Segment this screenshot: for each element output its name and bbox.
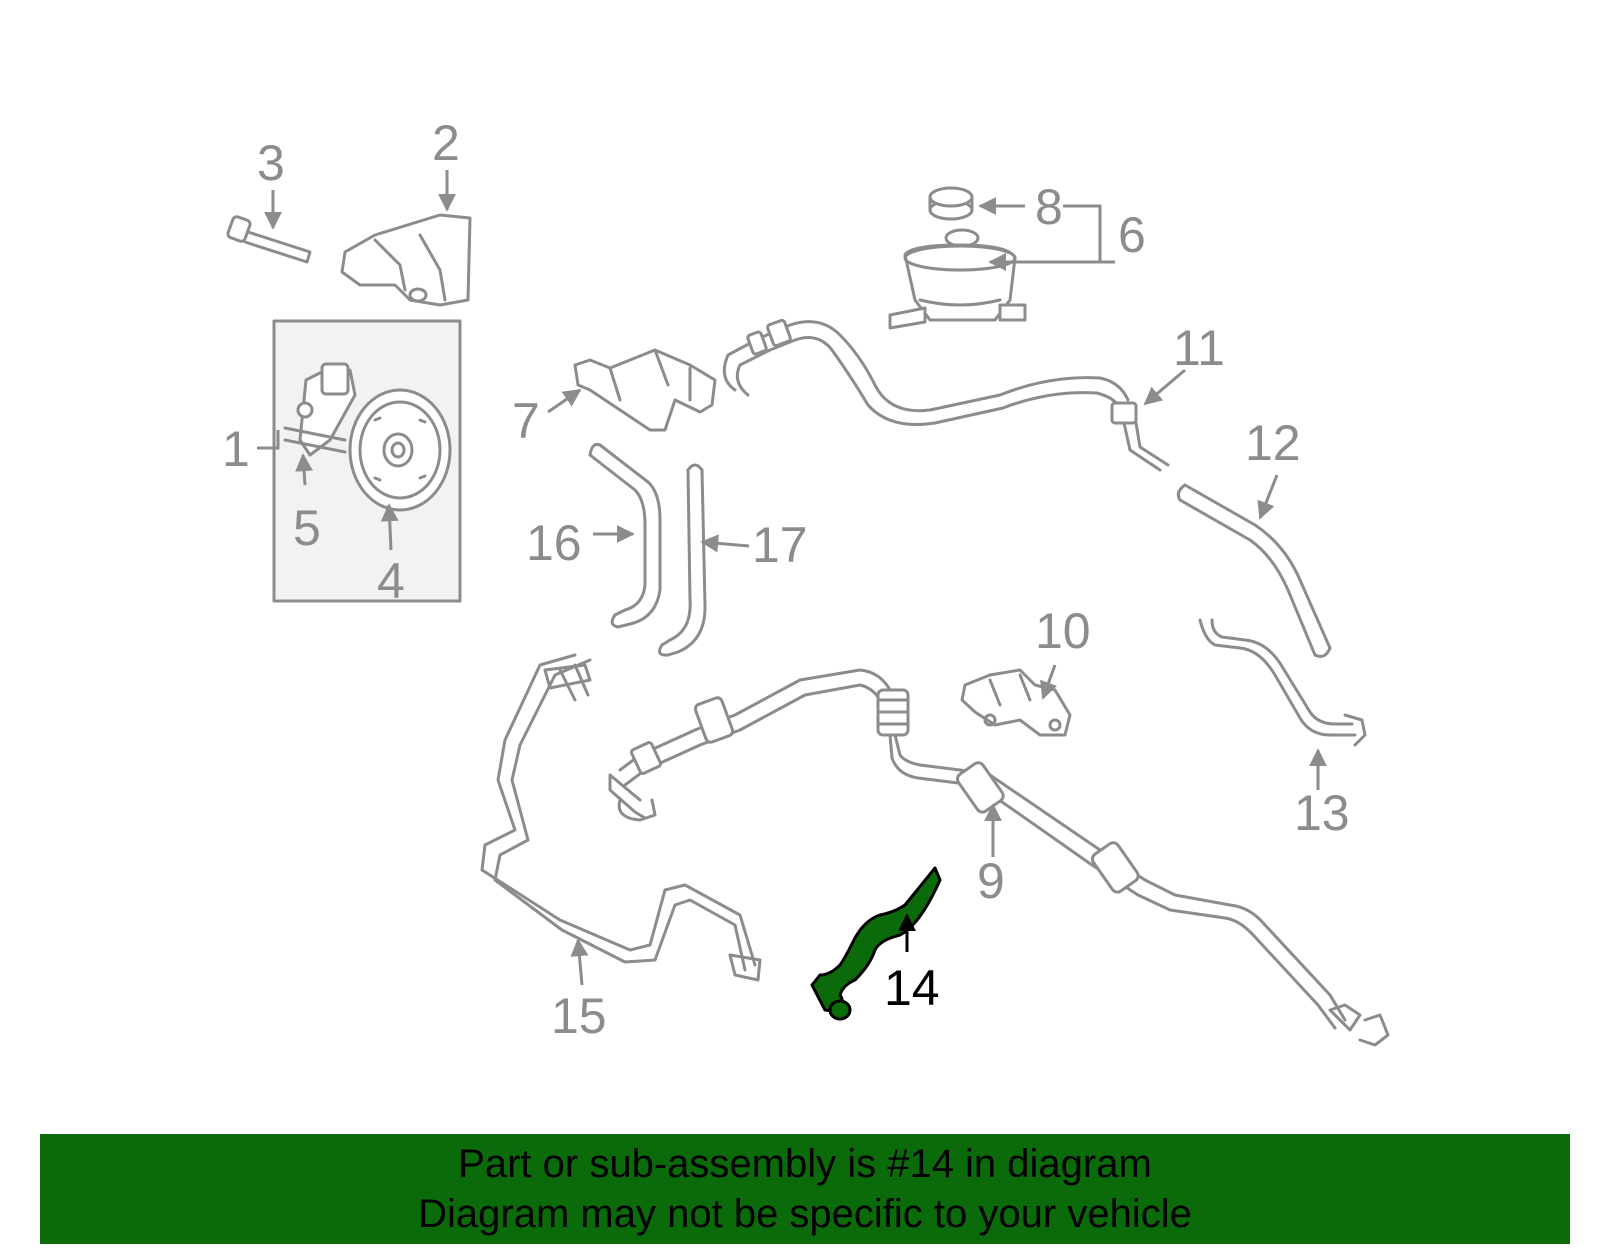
callout-17: 17 — [752, 517, 808, 573]
part-10-bracket[interactable] — [960, 668, 1072, 737]
banner-line-disclaimer: Diagram may not be specific to your vehi… — [418, 1192, 1192, 1236]
callout-6: 6 — [1118, 207, 1146, 263]
callout-8: 8 — [1035, 179, 1063, 235]
banner-line-part-number: Part or sub-assembly is #14 in diagram — [458, 1142, 1152, 1186]
part-2-bracket[interactable] — [340, 213, 472, 307]
callout-11: 11 — [1173, 320, 1225, 376]
callout-3: 3 — [257, 135, 285, 191]
part-13-line[interactable] — [1198, 618, 1367, 747]
part-15-cooler-line[interactable] — [480, 653, 762, 982]
part-17-hose[interactable] — [658, 463, 707, 657]
part-6-reservoir[interactable] — [888, 228, 1027, 330]
callout-4: 4 — [377, 553, 405, 609]
callout-2: 2 — [432, 115, 460, 171]
part-9-pressure-line[interactable] — [608, 668, 1390, 1047]
callout-9: 9 — [977, 853, 1005, 909]
callout-5: 5 — [293, 500, 321, 556]
callout-12: 12 — [1245, 415, 1301, 471]
part-12-hose[interactable] — [1176, 483, 1332, 658]
info-banner: Part or sub-assembly is #14 in diagram D… — [40, 1134, 1570, 1244]
part-16-hose[interactable] — [588, 443, 662, 629]
part-7-bracket[interactable] — [573, 348, 717, 432]
part-3-bolt[interactable] — [226, 215, 312, 264]
part-8-cap[interactable] — [928, 186, 974, 221]
callout-1: 1 — [222, 421, 250, 477]
part-1-power-steering-pump[interactable] — [272, 319, 462, 603]
part-14-hose-highlighted[interactable] — [810, 866, 942, 1021]
callout-16: 16 — [526, 515, 582, 571]
callout-7: 7 — [512, 393, 540, 449]
leader-lines — [257, 170, 1327, 986]
callout-15: 15 — [551, 988, 607, 1044]
callout-14: 14 — [884, 960, 940, 1016]
callout-10: 10 — [1035, 603, 1091, 659]
callout-labels: 3 2 1 5 4 8 6 7 11 12 16 17 10 13 9 15 1… — [222, 115, 1350, 1044]
part-11-return-line[interactable] — [722, 318, 1170, 472]
callout-13: 13 — [1294, 785, 1350, 841]
